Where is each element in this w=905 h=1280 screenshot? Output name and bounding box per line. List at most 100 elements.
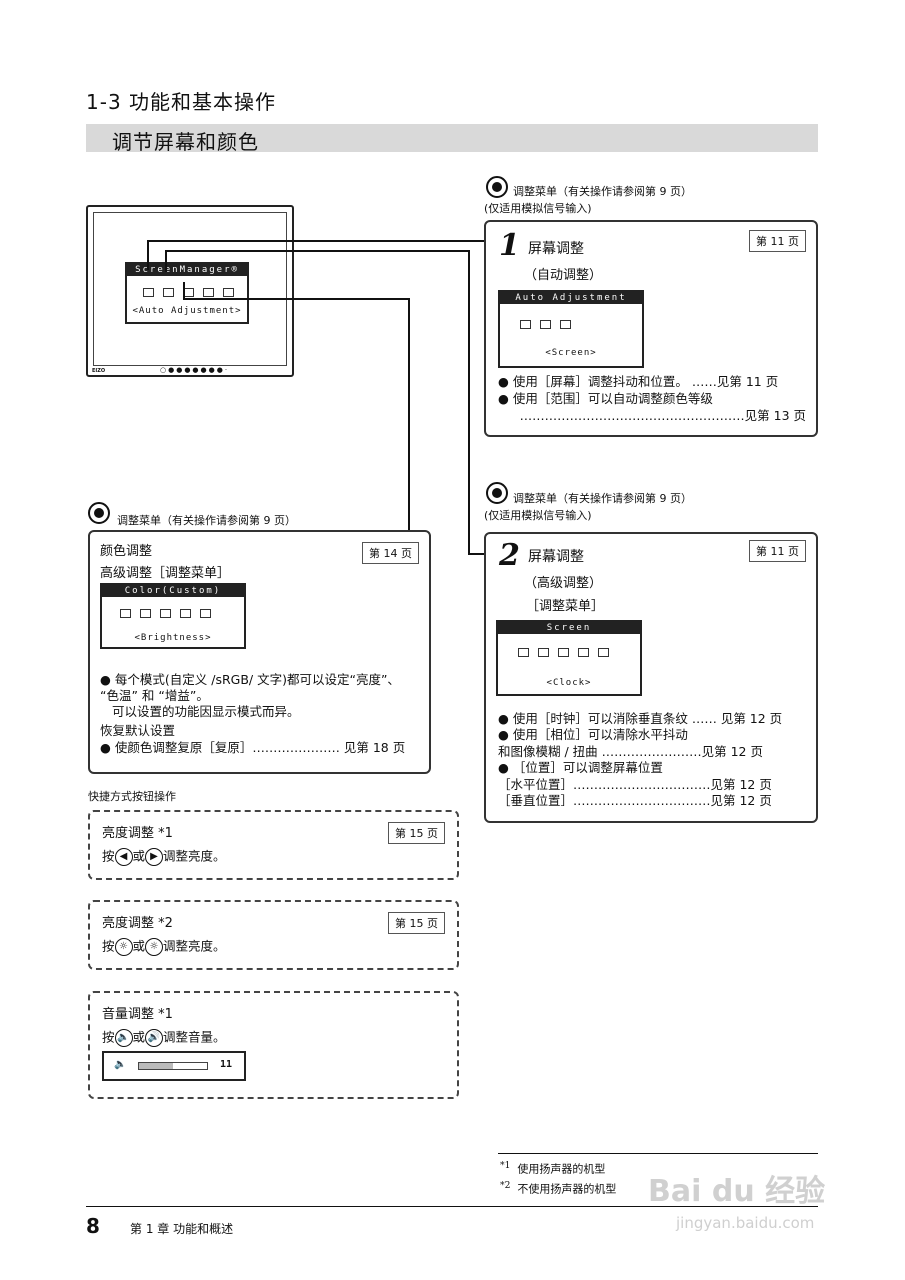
chapter-label: 第 1 章 功能和概述	[130, 1222, 234, 1236]
screen-advanced-adjust-box: 2 屏幕调整 （高级调整） ［调整菜单］ 第 11 页 Screen <Cloc…	[484, 532, 818, 823]
auto-adjust-osd: Auto Adjustment <Screen>	[498, 290, 644, 368]
screen-icon	[520, 320, 531, 329]
step-number: 1	[499, 228, 520, 263]
box-text-3: ………………………………………………见第 13 页	[519, 408, 806, 423]
left-arrow-button-icon: ◀	[114, 848, 133, 866]
volume-bar	[138, 1062, 208, 1070]
gamma-icon	[160, 609, 171, 618]
box-text-3: 和图像模糊 / 扭曲 ……………………见第 12 页	[498, 744, 763, 759]
volume-down-button-icon: 🔈	[114, 1029, 133, 1047]
temperature-icon	[140, 609, 151, 618]
box-title: 屏幕调整	[528, 549, 584, 565]
brightness-shortcut-box-2: 亮度调整 *2 第 15 页 按☼或☼调整亮度。	[88, 900, 459, 970]
color-icon	[163, 288, 174, 297]
menu-button-icon	[486, 176, 508, 198]
hue-icon	[200, 609, 211, 618]
page-ref: 第 15 页	[388, 822, 445, 844]
screen-icon	[143, 288, 154, 297]
page-ref: 第 15 页	[388, 912, 445, 934]
monitor-illustration: ScreenManager® <Auto Adjustment> EIZO ○●…	[86, 205, 294, 377]
analog-note: (仅适用模拟信号输入)	[484, 509, 592, 522]
box-text-1: ● 使用［时钟］可以消除垂直条纹 …… 见第 12 页	[498, 711, 783, 726]
box-subtitle: 高级调整［调整菜单］	[100, 566, 231, 581]
box-text-5: ［水平位置］……………………………见第 12 页	[498, 777, 772, 792]
box-title: 亮度调整 *2	[102, 916, 173, 931]
monitor-osd-title: ScreenManager®	[127, 264, 247, 276]
footnote-1: *1 使用扬声器的机型	[500, 1160, 606, 1176]
box-text-2: “色温” 和 “增益”。	[100, 688, 209, 703]
section-title: 1-3 功能和基本操作	[86, 90, 277, 114]
brightness-shortcut-box-1: 亮度调整 *1 第 15 页 按◀或▶调整亮度。	[88, 810, 459, 880]
osd-label: <Brightness>	[134, 633, 212, 643]
box-title: 颜色调整	[100, 544, 153, 559]
footnote-2: *2 不使用扬声器的机型	[500, 1180, 617, 1196]
watermark-url: jingyan.baidu.com	[676, 1214, 815, 1232]
analog-note: (仅适用模拟信号输入)	[484, 202, 592, 215]
return-icon	[560, 320, 571, 329]
shortcut-heading: 快捷方式按钮操作	[88, 790, 176, 803]
screen-auto-adjust-box: 1 屏幕调整 （自动调整） 第 11 页 Auto Adjustment <Sc…	[484, 220, 818, 437]
brand-logo: EIZO	[92, 368, 106, 374]
monitor-buttons: ○●●●●●●●·	[160, 366, 230, 374]
brightness-down-button-icon: ☼	[114, 938, 133, 956]
color-adjust-box: 颜色调整 高级调整［调整菜单］ 第 14 页 Color(Custom) <Br…	[88, 530, 431, 774]
clock-icon	[518, 648, 529, 657]
watermark-logo: Bai du 经验	[648, 1174, 826, 1209]
box-title: 屏幕调整	[528, 241, 584, 257]
box-subtitle: （高级调整）	[524, 576, 603, 591]
brightness-icon	[120, 609, 131, 618]
box-title: 音量调整 *1	[102, 1007, 173, 1022]
brightness-up-button-icon: ☼	[145, 938, 164, 956]
volume-osd: 🔈 11	[102, 1051, 246, 1081]
osd-label: <Clock>	[546, 678, 592, 688]
monitor-osd-label: <Auto Adjustment>	[132, 306, 242, 316]
box-text-6: ［垂直位置］……………………………见第 12 页	[498, 793, 772, 808]
return-icon	[598, 648, 609, 657]
shortcut-instruction: 按☼或☼调整亮度。	[102, 938, 226, 956]
volume-up-button-icon: 🔊	[145, 1029, 164, 1047]
page-number: 8	[86, 1214, 100, 1238]
menu-note: 调整菜单（有关操作请参阅第 9 页）	[117, 514, 296, 527]
right-arrow-button-icon: ▶	[145, 848, 164, 866]
menu-button-icon	[88, 502, 110, 524]
resolution-icon	[578, 648, 589, 657]
menu-button-icon	[486, 482, 508, 504]
shortcut-instruction: 按◀或▶调整亮度。	[102, 848, 226, 866]
step-number: 2	[499, 538, 520, 573]
box-subtitle-2: ［调整菜单］	[526, 599, 605, 614]
menu-note: 调整菜单（有关操作请参阅第 9 页）	[513, 185, 692, 198]
range-icon	[540, 320, 551, 329]
box-text-4: ● ［位置］可以调整屏幕位置	[498, 760, 663, 775]
speaker-icon: 🔈	[114, 1059, 127, 1070]
box-text-5: ● 使颜色调整复原［复原］………………… 见第 18 页	[100, 740, 406, 755]
box-title: 亮度调整 *1	[102, 826, 173, 841]
monitor-osd: ScreenManager® <Auto Adjustment>	[125, 262, 249, 324]
shortcut-instruction: 按🔈或🔊调整音量。	[102, 1029, 226, 1047]
info-icon	[203, 288, 214, 297]
box-text-1: ● 使用［屏幕］调整抖动和位置。 ……见第 11 页	[498, 374, 779, 389]
osd-title: Color(Custom)	[102, 585, 244, 597]
page-ref: 第 11 页	[749, 540, 806, 562]
phase-icon	[538, 648, 549, 657]
box-text-1: ● 每个模式(自定义 /sRGB/ 文字)都可以设定“亮度”、	[100, 672, 400, 687]
box-text-3: 可以设置的功能因显示模式而异。	[112, 704, 300, 719]
box-subtitle: （自动调整）	[524, 268, 603, 283]
menu-note: 调整菜单（有关操作请参阅第 9 页）	[513, 492, 692, 505]
volume-value: 11	[219, 1059, 232, 1070]
osd-label: <Screen>	[545, 348, 597, 358]
screen-osd: Screen <Clock>	[496, 620, 642, 696]
box-text-2: ● 使用［范围］可以自动调整颜色等级	[498, 391, 713, 406]
color-osd: Color(Custom) <Brightness>	[100, 583, 246, 649]
page-ref: 第 14 页	[362, 542, 419, 564]
osd-title: Screen	[498, 622, 640, 634]
volume-shortcut-box: 音量调整 *1 按🔈或🔊调整音量。 🔈 11	[88, 991, 459, 1099]
box-text-4: 恢复默认设置	[100, 723, 176, 738]
position-icon	[558, 648, 569, 657]
section-subtitle: 调节屏幕和颜色	[112, 130, 259, 154]
saturation-icon	[180, 609, 191, 618]
page-ref: 第 11 页	[749, 230, 806, 252]
section-subtitle-bar	[86, 124, 818, 152]
language-icon	[223, 288, 234, 297]
volume-bar-fill	[139, 1063, 173, 1069]
osd-title: Auto Adjustment	[500, 292, 642, 304]
